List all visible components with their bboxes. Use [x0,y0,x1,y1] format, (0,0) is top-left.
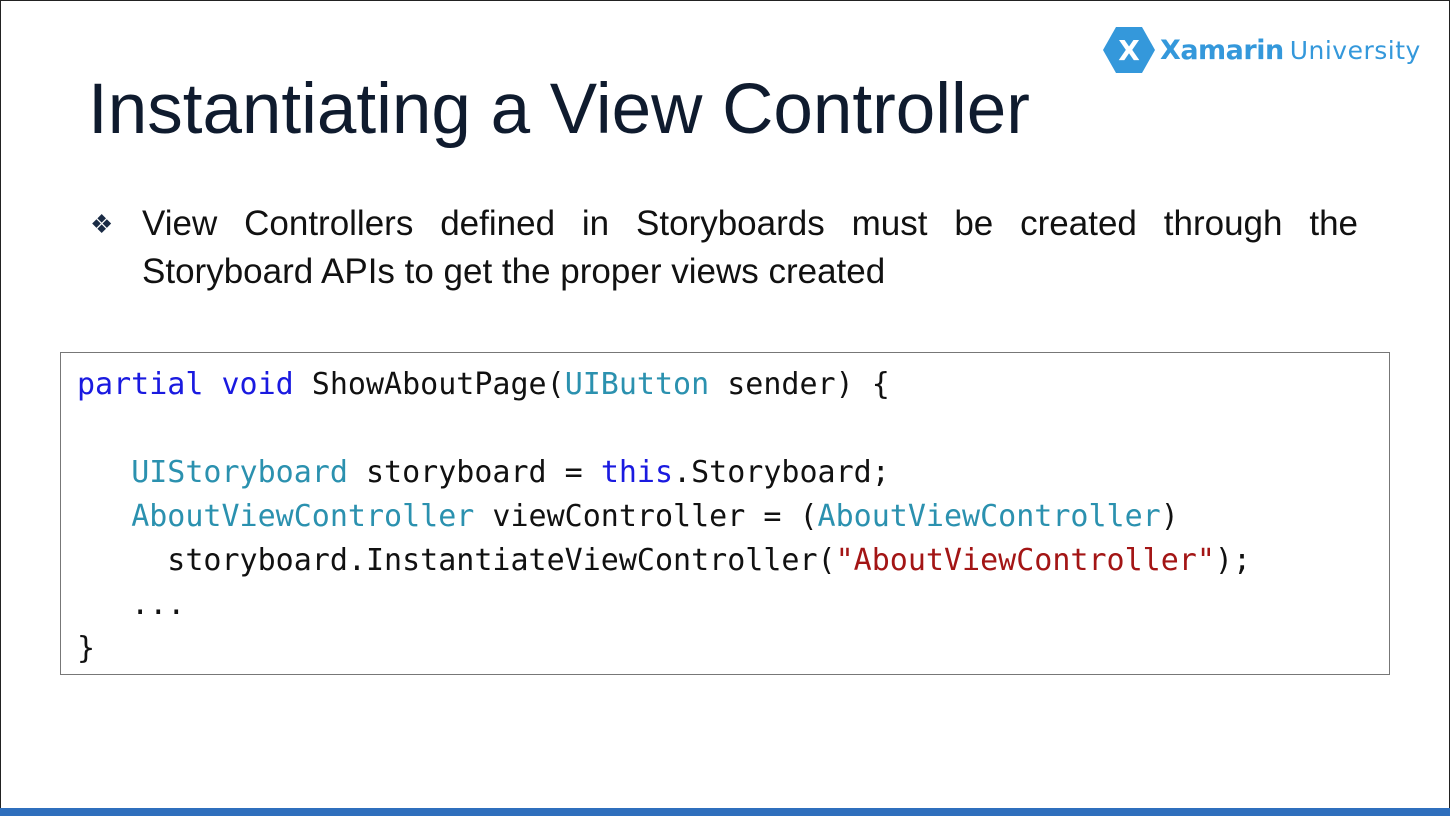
code-token-type: UIButton [564,367,710,402]
code-token-keyword: void [221,367,294,402]
code-token-plain [77,455,131,490]
code-token-plain: storyboard.InstantiateViewController( [77,543,836,578]
code-token-plain: } [77,631,96,666]
code-token-keyword: this [600,455,674,490]
xamarin-university-logo: X Xamarin University [1102,26,1421,74]
code-line: partial void ShowAboutPage(UIButton send… [77,363,1389,407]
code-token-type: AboutViewController [817,499,1161,534]
diamond-bullet-icon: ❖ [90,209,114,239]
code-token-plain [77,499,131,534]
code-line [77,407,1389,451]
code-block: partial void ShowAboutPage(UIButton send… [60,352,1390,675]
code-line: ... [77,583,1389,627]
logo-subtitle: University [1289,35,1421,65]
code-token-plain [203,367,221,402]
code-token-plain: storyboard = [347,455,601,490]
code-token-keyword: partial [77,367,204,402]
bullet-item: ❖ View Controllers defined in Storyboard… [90,200,1360,296]
bullet-text: View Controllers defined in Storyboards … [142,204,1358,291]
code-line: UIStoryboard storyboard = this.Storyboar… [77,451,1389,495]
code-token-plain: ... [77,587,186,622]
code-token-plain: sender) { [709,367,890,402]
code-token-type: UIStoryboard [131,455,348,490]
code-line: AboutViewController viewController = (Ab… [77,495,1389,539]
logo-hex-letter: X [1118,34,1140,67]
bottom-accent-bar [0,808,1450,816]
code-line: storyboard.InstantiateViewController("Ab… [77,539,1389,583]
code-token-type: AboutViewController [131,499,475,534]
code-token-plain: ShowAboutPage( [293,367,565,402]
code-token-string: "AboutViewController" [835,543,1215,578]
code-token-plain: viewController = ( [474,499,818,534]
code-line: } [77,627,1389,671]
code-token-plain: ); [1214,543,1252,578]
code-token-plain: ) [1160,499,1179,534]
xamarin-hexagon-icon: X [1103,27,1155,73]
code-token-plain: .Storyboard; [673,455,890,490]
logo-wordmark: Xamarin [1160,34,1284,66]
page-title: Instantiating a View Controller [88,70,1030,149]
